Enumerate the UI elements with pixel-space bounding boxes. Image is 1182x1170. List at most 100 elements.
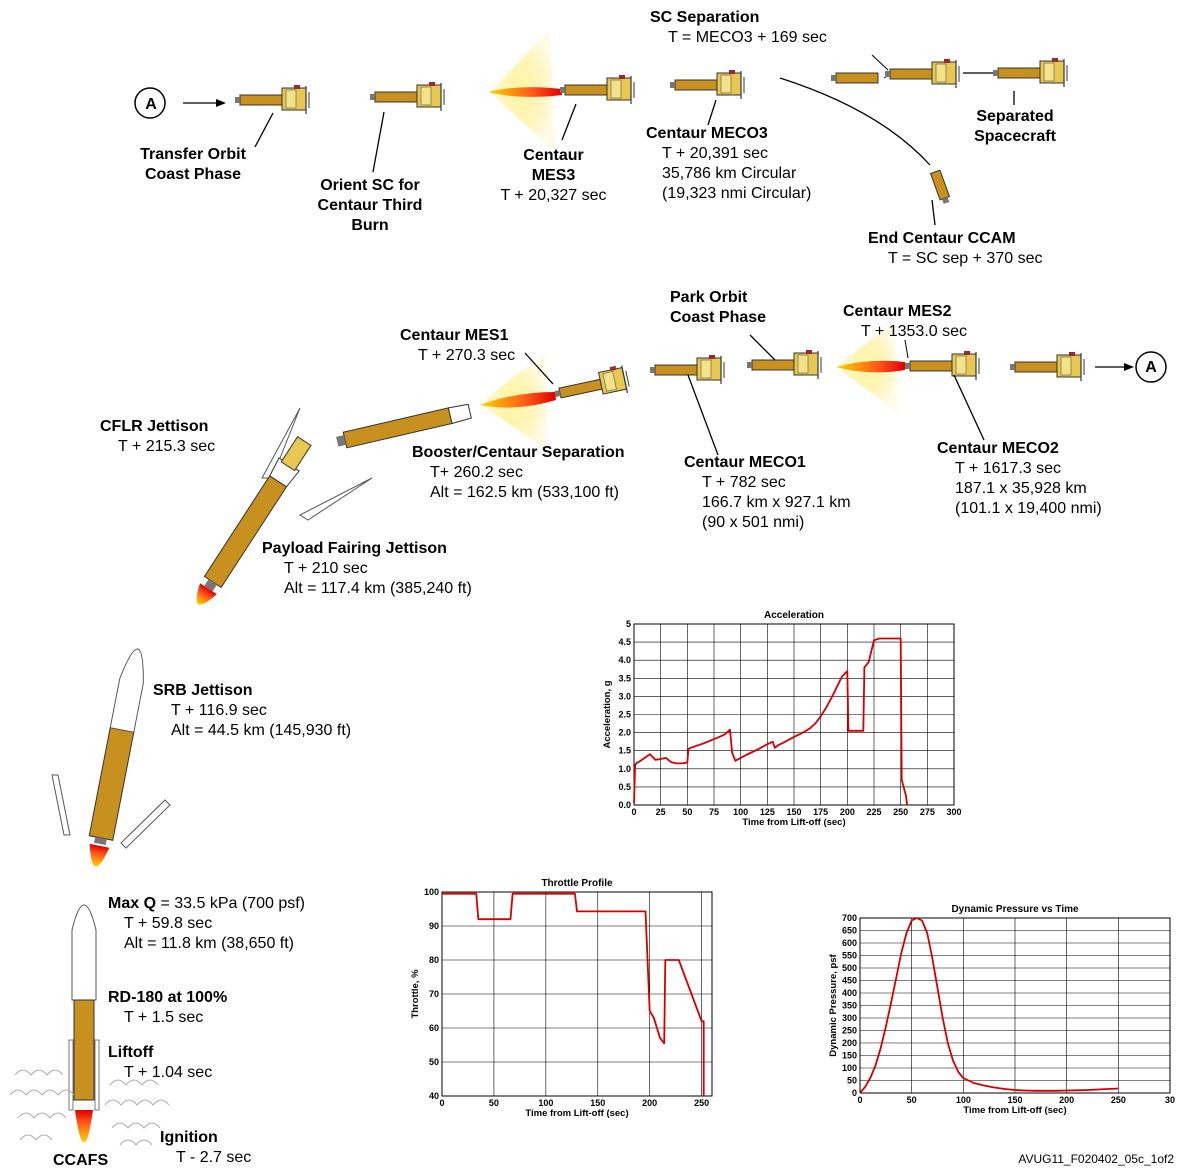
flame-mes3: [488, 87, 562, 97]
y-tick-label: 300: [842, 1013, 857, 1023]
x-axis-label: Time from Lift-off (sec): [742, 817, 845, 828]
y-tick-label: 500: [842, 963, 857, 973]
y-tick-label: 2.5: [618, 710, 631, 720]
y-tick-label: 0: [852, 1088, 857, 1098]
x-tick-label: 30: [1165, 1095, 1175, 1105]
x-tick-label: 0: [439, 1098, 444, 1108]
vehicle-pfj: [196, 435, 312, 605]
booster-separated: [336, 403, 472, 449]
connector-a-right: [1135, 351, 1167, 383]
x-tick-label: 0: [857, 1095, 862, 1105]
spacecraft-meco3: [669, 69, 745, 100]
x-tick-label: 225: [866, 807, 881, 817]
event-booster-separation: Booster/Centaur Separation T+ 260.2 sec …: [412, 444, 625, 501]
y-tick-label: 60: [429, 1023, 439, 1033]
y-tick-label: 400: [842, 988, 857, 998]
event-end-ccam: End Centaur CCAM T = SC sep + 370 sec: [868, 230, 1043, 267]
y-tick-label: 4.5: [618, 637, 631, 647]
y-axis-label: Throttle, %: [410, 969, 421, 1019]
x-tick-label: 50: [489, 1098, 499, 1108]
x-axis-label: Time from Lift-off (sec): [963, 1105, 1066, 1116]
x-tick-label: 100: [733, 807, 748, 817]
y-tick-label: 450: [842, 976, 857, 986]
data-series-line: [442, 892, 705, 1096]
spacecraft-mes3: [559, 74, 635, 105]
y-tick-label: 2.0: [618, 728, 631, 738]
centaur-mes1: [551, 363, 632, 409]
y-tick-label: 4.0: [618, 655, 631, 665]
x-tick-label: 50: [682, 807, 692, 817]
x-tick-label: 250: [1111, 1095, 1126, 1105]
x-tick-label: 150: [786, 807, 801, 817]
event-srb-jettison: SRB Jettison T + 116.9 sec Alt = 44.5 km…: [153, 682, 352, 739]
y-tick-label: 80: [429, 955, 439, 965]
x-tick-label: 0: [631, 807, 636, 817]
figure-id: AVUG11_F020402_05c_1of2: [1018, 1152, 1174, 1166]
cflr-shell-right: [298, 477, 373, 521]
y-tick-label: 200: [842, 1038, 857, 1048]
x-tick-label: 25: [656, 807, 666, 817]
chart-title: Throttle Profile: [541, 878, 613, 889]
event-meco2: Centaur MECO2 T + 1617.3 sec 187.1 x 35,…: [937, 440, 1102, 517]
event-max-q: Max Q = 33.5 kPa (700 psf) T + 59.8 sec …: [108, 895, 305, 952]
y-axis-label: Dynamic Pressure, psf: [828, 953, 839, 1056]
x-tick-label: 200: [840, 807, 855, 817]
x-tick-label: 75: [709, 807, 719, 817]
y-tick-label: 100: [424, 887, 439, 897]
event-mes2: Centaur MES2 T + 1353.0 sec: [843, 303, 967, 340]
y-tick-label: 90: [429, 921, 439, 931]
event-mes3: Centaur MES3 T + 20,327 sec: [500, 147, 607, 204]
y-tick-label: 50: [429, 1057, 439, 1067]
x-tick-label: 100: [956, 1095, 971, 1105]
spacecraft-meco2: [1009, 351, 1085, 382]
x-tick-label: 250: [694, 1098, 709, 1108]
event-meco3: Centaur MECO3 T + 20,391 sec 35,786 km C…: [646, 125, 812, 202]
x-tick-label: 250: [893, 807, 908, 817]
launch-smoke: [9, 1069, 170, 1146]
srb-right: [120, 799, 171, 849]
event-orient-sc: Orient SC for Centaur Third Burn: [317, 177, 423, 234]
x-tick-label: 150: [1007, 1095, 1022, 1105]
vehicle-on-pad: [68, 904, 100, 1143]
y-tick-label: 0.0: [618, 800, 631, 810]
y-tick-label: 5: [626, 619, 631, 629]
srb-left: [51, 774, 71, 836]
y-tick-label: 650: [842, 926, 857, 936]
connector-a-right-label: A: [1145, 359, 1157, 376]
y-tick-label: 1.5: [618, 746, 631, 756]
y-tick-label: 0.5: [618, 782, 631, 792]
data-series-line: [859, 917, 1119, 1094]
event-transfer-orbit: Transfer Orbit Coast Phase: [140, 146, 246, 183]
cflr-shell-left: [261, 407, 301, 479]
y-tick-label: 350: [842, 1001, 857, 1011]
event-park-orbit: Park Orbit Coast Phase: [670, 289, 767, 326]
event-cflr-jettison: CFLR Jettison T + 215.3 sec: [100, 418, 216, 455]
event-liftoff: Liftoff T + 1.04 sec: [108, 1044, 213, 1081]
data-series-line: [633, 637, 908, 806]
event-ignition: Ignition T - 2.7 sec: [160, 1129, 252, 1166]
x-tick-label: 275: [920, 807, 935, 817]
y-tick-label: 550: [842, 951, 857, 961]
centaur-ccam: [929, 169, 951, 204]
event-separated-spacecraft: Separated Spacecraft: [974, 108, 1056, 145]
x-tick-label: 50: [907, 1095, 917, 1105]
ccam-trajectory: [779, 77, 931, 166]
y-tick-label: 70: [429, 989, 439, 999]
ccafs-label: CCAFS: [53, 1152, 109, 1169]
y-tick-label: 1.0: [618, 764, 631, 774]
event-meco1: Centaur MECO1 T + 782 sec 166.7 km x 927…: [684, 454, 851, 531]
y-tick-label: 600: [842, 938, 857, 948]
x-tick-label: 175: [813, 807, 828, 817]
spacecraft-mes2: [904, 350, 980, 381]
spacecraft-park-coast: [649, 354, 725, 385]
y-tick-label: 3.0: [618, 691, 631, 701]
y-tick-label: 100: [842, 1063, 857, 1073]
x-tick-label: 200: [642, 1098, 657, 1108]
spacecraft-transfer-coast: [234, 84, 310, 115]
flame-mes1: [480, 392, 556, 408]
